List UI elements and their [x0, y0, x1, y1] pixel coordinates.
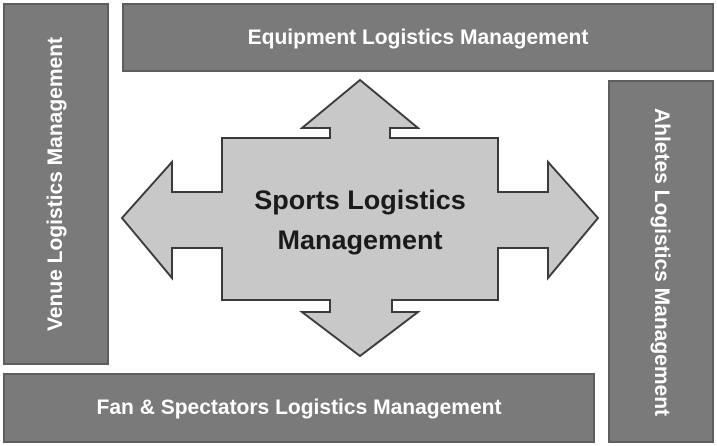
equipment-logistics-label: Equipment Logistics Management	[247, 25, 589, 49]
center-title: Sports Logistics Management	[220, 180, 500, 260]
athletes-logistics-band: Ahletes Logistics Management	[608, 80, 714, 443]
four-way-arrow-shape	[120, 78, 600, 358]
center-title-line1: Sports Logistics	[254, 185, 466, 215]
fan-spectators-logistics-label: Fan & Spectators Logistics Management	[96, 396, 502, 419]
equipment-logistics-band: Equipment Logistics Management	[122, 3, 714, 72]
fan-spectators-logistics-band: Fan & Spectators Logistics Management	[3, 373, 595, 443]
center-title-line2: Management	[277, 225, 443, 255]
venue-logistics-band: Venue Logistics Management	[3, 3, 109, 365]
